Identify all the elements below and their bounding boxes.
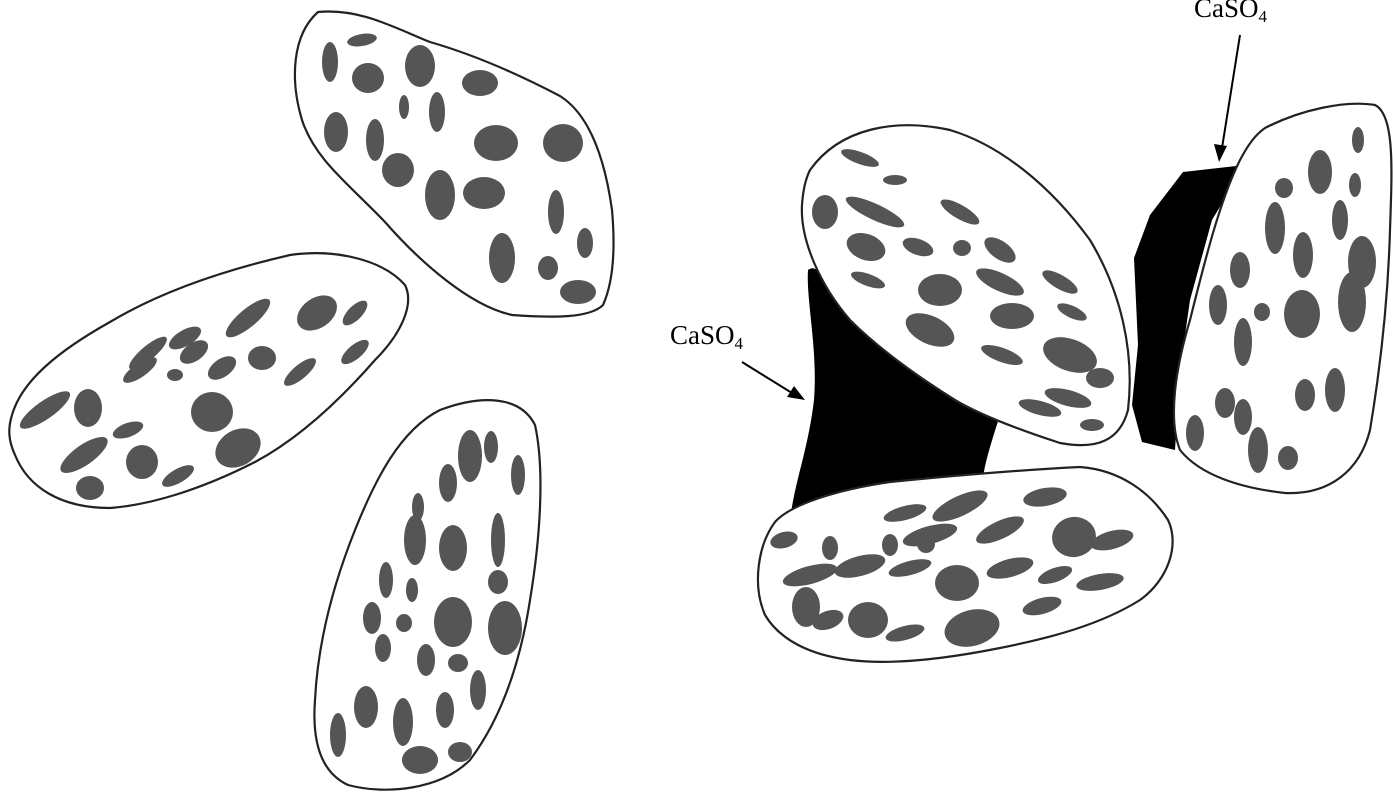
particle-middle-left <box>9 253 408 508</box>
caso4-label-middle-left-main: CaSO <box>670 320 735 350</box>
caso4-label-top-right: CaSO4 <box>1194 0 1267 22</box>
caso4-label-top-right-sub: 4 <box>1259 7 1268 26</box>
particle-bottom-left <box>314 400 540 790</box>
arrow-top-right <box>1214 35 1240 162</box>
caso4-label-top-right-main: CaSO <box>1194 0 1259 23</box>
caso4-label-middle-left-sub: 4 <box>735 334 744 353</box>
particle-far-right <box>1174 104 1392 493</box>
caso4-label-middle-left: CaSO4 <box>670 322 743 349</box>
arrow-middle-left <box>742 362 805 400</box>
